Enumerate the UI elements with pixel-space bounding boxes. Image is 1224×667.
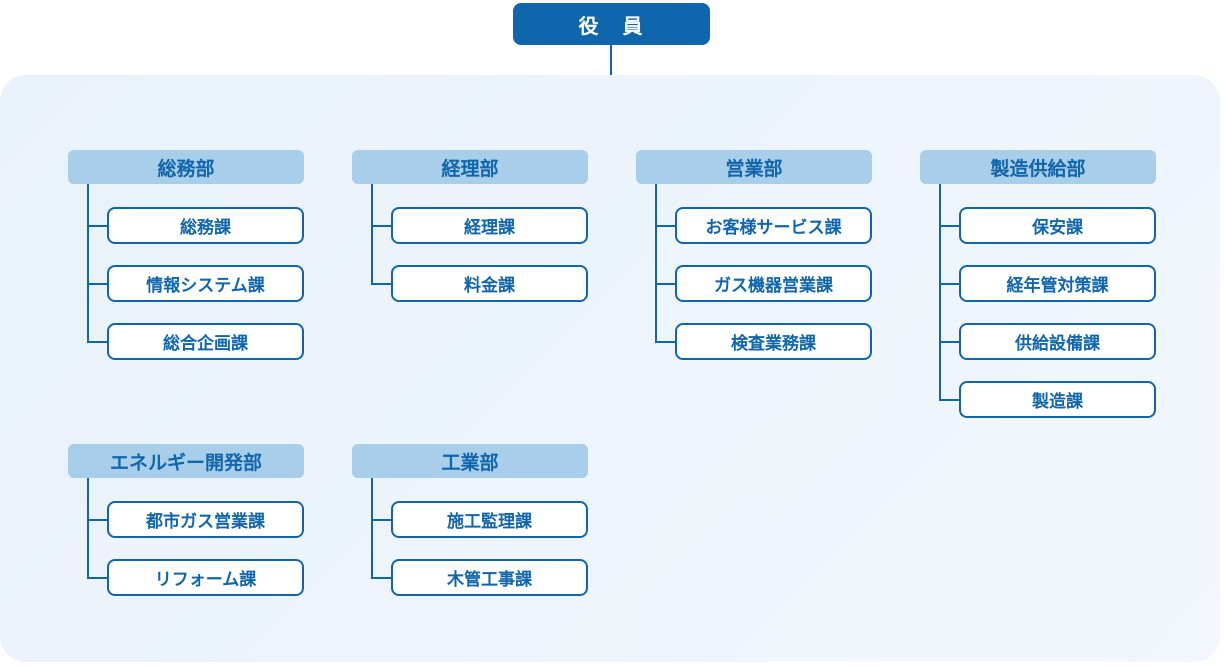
section-box: 総務課 bbox=[87, 207, 304, 244]
section-box: 保安課 bbox=[939, 207, 1156, 244]
section-box: 供給設備課 bbox=[939, 323, 1156, 360]
section-box: 情報システム課 bbox=[87, 265, 304, 302]
dept-group-kougyou: 工業部 施工監理課 木管工事課 bbox=[352, 444, 588, 596]
section-box: 総合企画課 bbox=[87, 323, 304, 360]
section-box: 検査業務課 bbox=[655, 323, 872, 360]
dept-group-keiri: 経理部 経理課 料金課 bbox=[352, 150, 588, 302]
section-box: 料金課 bbox=[371, 265, 588, 302]
dept-group-energy-kaihatsu: エネルギー開発部 都市ガス営業課 リフォーム課 bbox=[68, 444, 304, 596]
executive-box: 役 員 bbox=[513, 3, 710, 45]
section-box: 製造課 bbox=[939, 381, 1156, 418]
section-box: リフォーム課 bbox=[87, 559, 304, 596]
dept-header: 製造供給部 bbox=[920, 150, 1156, 184]
dept-header: 経理部 bbox=[352, 150, 588, 184]
departments-container: 総務部 総務課 情報システム課 総合企画課 経理部 経理課 料金課 営業部 お客… bbox=[0, 75, 1220, 662]
root-connector-line bbox=[610, 45, 612, 75]
section-box: 経理課 bbox=[371, 207, 588, 244]
connector-vline bbox=[371, 184, 373, 284]
connector-vline bbox=[87, 478, 89, 578]
section-box: 経年管対策課 bbox=[939, 265, 1156, 302]
dept-header: 総務部 bbox=[68, 150, 304, 184]
connector-vline bbox=[939, 184, 941, 400]
connector-vline bbox=[87, 184, 89, 342]
dept-header: 営業部 bbox=[636, 150, 872, 184]
section-box: 木管工事課 bbox=[371, 559, 588, 596]
connector-vline bbox=[655, 184, 657, 342]
section-box: 都市ガス営業課 bbox=[87, 501, 304, 538]
section-box: ガス機器営業課 bbox=[655, 265, 872, 302]
dept-group-eigyou: 営業部 お客様サービス課 ガス機器営業課 検査業務課 bbox=[636, 150, 872, 360]
section-box: 施工監理課 bbox=[371, 501, 588, 538]
dept-group-soumu: 総務部 総務課 情報システム課 総合企画課 bbox=[68, 150, 304, 360]
dept-group-seizou-kyoukyuu: 製造供給部 保安課 経年管対策課 供給設備課 製造課 bbox=[920, 150, 1156, 418]
section-box: お客様サービス課 bbox=[655, 207, 872, 244]
dept-header: エネルギー開発部 bbox=[68, 444, 304, 478]
dept-header: 工業部 bbox=[352, 444, 588, 478]
connector-vline bbox=[371, 478, 373, 578]
